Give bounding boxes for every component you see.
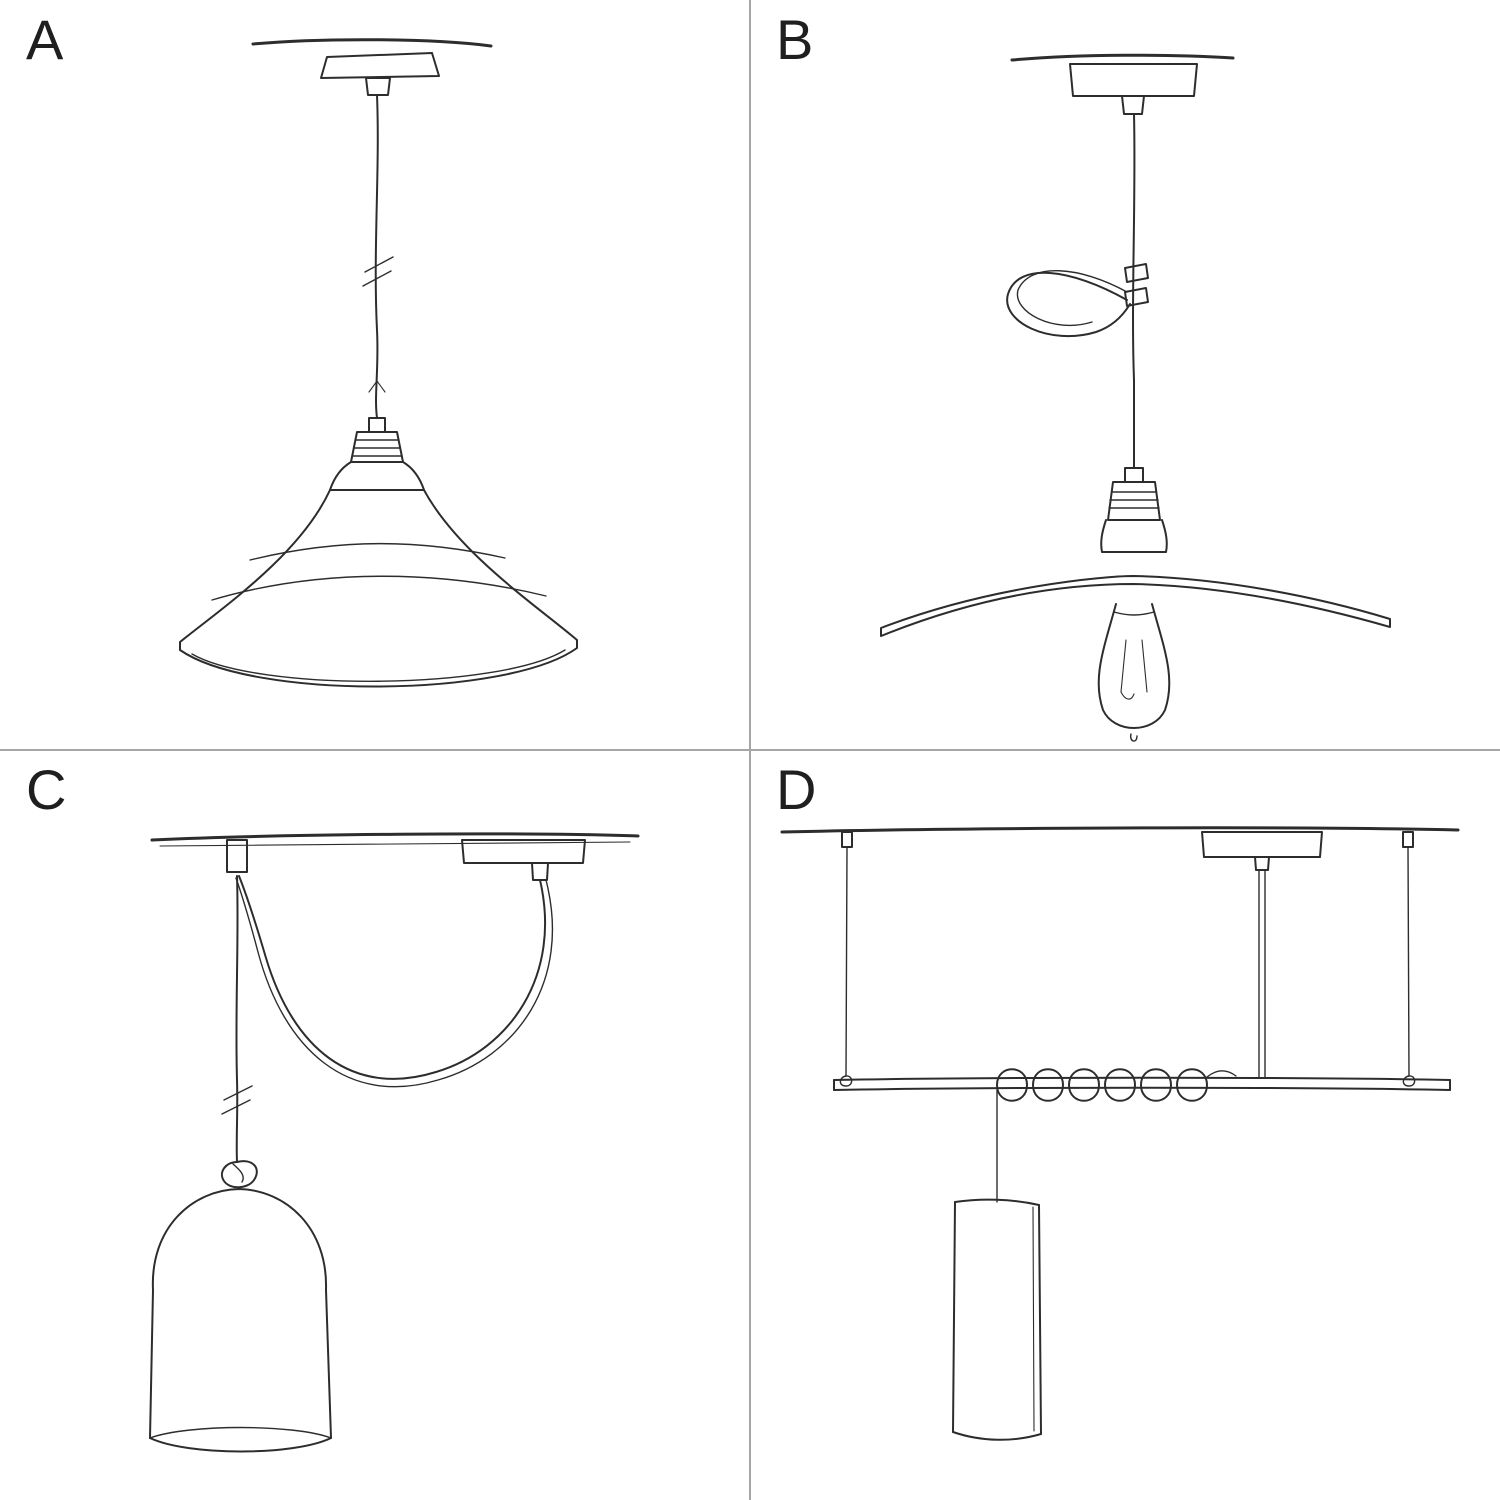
- panel-c: C: [0, 750, 750, 1500]
- bell-shade: [149, 1188, 332, 1453]
- pendant-cable: [362, 94, 394, 419]
- ceiling-rose: [1201, 831, 1323, 1079]
- light-bulb: [1097, 603, 1171, 742]
- swag-cable: [235, 875, 554, 1088]
- ceiling-line: [1010, 53, 1235, 62]
- panel-d: D: [750, 750, 1500, 1500]
- cable-knot: [220, 1160, 258, 1189]
- cylinder-shade: [952, 1198, 1042, 1441]
- ceiling-hook: [226, 839, 248, 873]
- sketch-swag-pendant-bell-shade: [149, 832, 640, 1453]
- panel-a-label: A: [26, 8, 65, 71]
- ceiling-rose: [320, 52, 440, 96]
- industrial-shade: [179, 461, 578, 688]
- sketch-suspended-bar-cylinder-shade: [780, 826, 1460, 1441]
- pendant-cable: [1132, 113, 1136, 469]
- ceiling-line: [150, 832, 640, 847]
- left-suspension-wire: [839, 831, 853, 1087]
- horizontal-divider: [0, 749, 1500, 751]
- panel-a: A: [0, 0, 750, 750]
- horizontal-bar: [833, 1076, 1451, 1091]
- flat-plate-shade: [880, 575, 1391, 637]
- right-suspension-wire: [1402, 831, 1416, 1087]
- panel-b: B: [750, 0, 1500, 750]
- ceiling-line: [780, 826, 1460, 834]
- coiled-cable: [996, 1068, 1237, 1102]
- drop-cable: [221, 875, 253, 1163]
- sketch-pendant-flat-shade-bulb: [880, 53, 1391, 742]
- ceiling-rose: [1069, 63, 1198, 115]
- panel-b-label: B: [776, 8, 815, 71]
- lamp-holder: [1100, 467, 1168, 553]
- ceiling-rose: [461, 839, 586, 881]
- panel-c-label: C: [26, 758, 68, 821]
- ceiling-line: [251, 38, 493, 48]
- sketch-pendant-industrial-shade: [179, 38, 578, 688]
- lamp-holder: [350, 417, 404, 463]
- cable-retainer-loop: [1006, 263, 1149, 337]
- panel-d-label: D: [776, 758, 818, 821]
